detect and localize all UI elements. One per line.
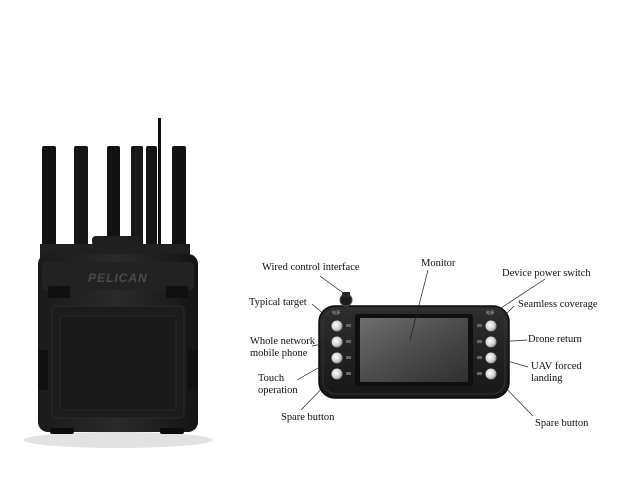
label-seamless-coverage: Seamless coverage [518,299,598,310]
case-brand-text: PELICAN [88,271,148,285]
label-uav-forced-landing: UAV forced landing [531,361,582,385]
label-typical-target: Typical target [249,297,307,308]
control-panel: 电源 电源 [318,292,510,399]
spare-button-right[interactable] [485,368,497,380]
whole-network-button[interactable] [331,336,343,348]
antenna-1 [42,146,56,254]
jammer-case: PELICAN [23,118,213,448]
label-spare-button-left: Spare button [281,412,335,423]
spare-button-left[interactable] [331,368,343,380]
label-uav-forced-landing-line2: landing [531,373,563,384]
label-whole-network-line1: Whole network [250,336,316,347]
callout-lines [296,269,546,417]
label-wired-control-interface: Wired control interface [262,262,360,273]
uav-forced-landing-button[interactable] [485,352,497,364]
label-spare-button-right: Spare button [535,418,589,429]
label-device-power-switch: Device power switch [502,268,591,279]
typical-target-button[interactable] [331,320,343,332]
label-whole-network-mobile-phone: Whole network mobile phone [250,336,315,360]
seamless-coverage-button[interactable] [485,320,497,332]
monitor-screen [360,318,468,382]
label-monitor: Monitor [421,258,456,269]
whip-antenna [158,118,161,254]
label-whole-network-line2: mobile phone [250,348,308,359]
label-uav-forced-landing-line1: UAV forced [531,361,582,372]
label-touch-operation-line2: operation [258,385,298,396]
panel-indicator-right: 电源 [486,309,494,315]
antenna-6 [172,146,186,254]
antenna-3 [107,146,120,254]
panel-indicator-left: 电源 [332,309,340,315]
antenna-2 [74,146,88,254]
label-touch-operation: Touch operation [258,373,298,397]
label-drone-return: Drone return [528,334,582,345]
antenna-4 [131,146,143,254]
touch-operation-button[interactable] [331,352,343,364]
drone-return-button[interactable] [485,336,497,348]
antenna-5 [146,146,157,254]
label-touch-operation-line1: Touch [258,373,285,384]
